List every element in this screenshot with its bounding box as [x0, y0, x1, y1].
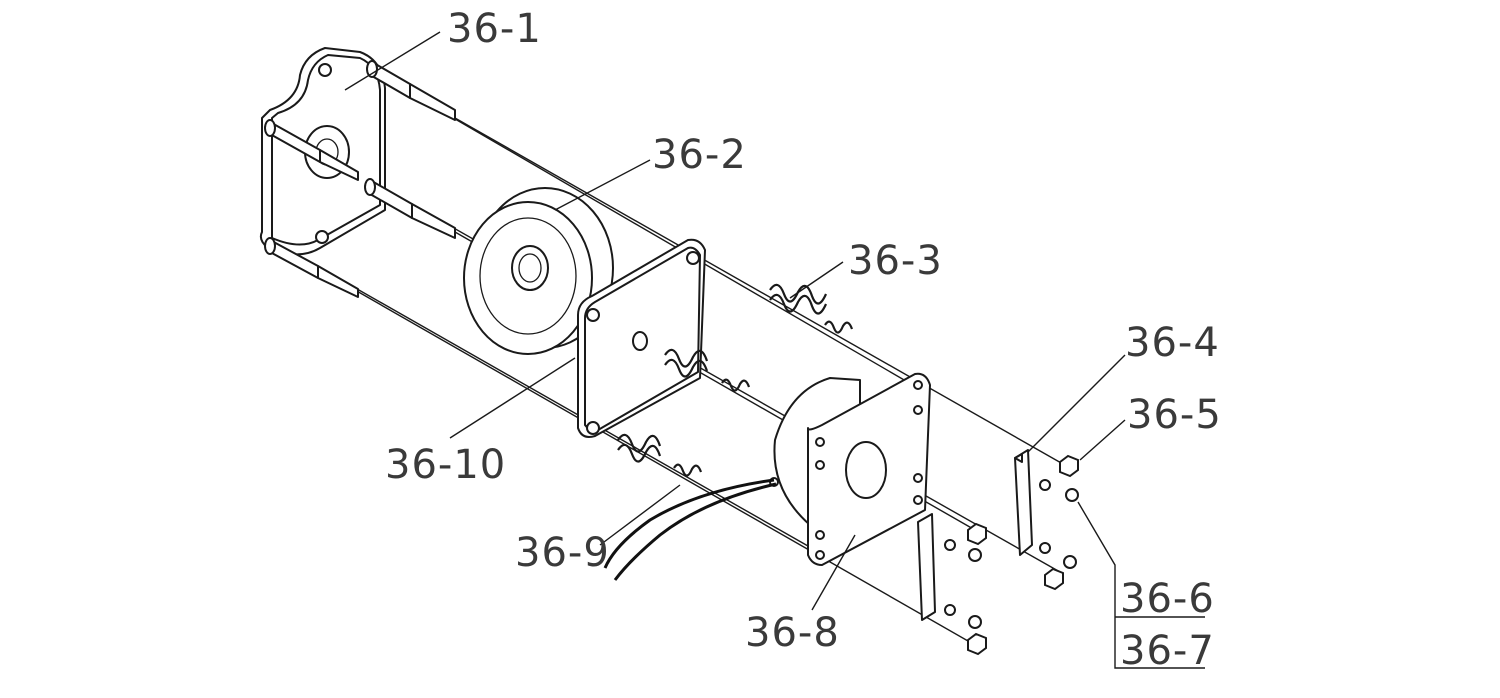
callout-36-4: 36-4 — [1125, 320, 1220, 366]
callout-36-9: 36-9 — [515, 530, 610, 576]
leader-lines — [344, 31, 1205, 669]
brackets-36-4 — [917, 449, 1033, 621]
springs-36-3 — [617, 283, 854, 477]
fasteners-36-5-36-6-36-7 — [944, 454, 1079, 656]
base-plate-36-1 — [259, 47, 456, 298]
callout-36-8: 36-8 — [745, 610, 840, 656]
callout-36-10: 36-10 — [385, 442, 506, 488]
armature-plate-36-10 — [577, 238, 706, 438]
callout-labels: 36-1 36-2 36-3 36-4 36-5 36-6 36-7 36-8 … — [385, 6, 1222, 674]
magnet-body-36-8 — [769, 372, 931, 566]
callout-36-3: 36-3 — [848, 238, 943, 284]
callout-36-7: 36-7 — [1120, 628, 1215, 674]
callout-36-5: 36-5 — [1127, 392, 1222, 438]
lead-wires — [603, 478, 777, 581]
callout-36-1: 36-1 — [447, 6, 542, 52]
callout-36-2: 36-2 — [652, 132, 747, 178]
callout-36-6: 36-6 — [1120, 576, 1215, 622]
